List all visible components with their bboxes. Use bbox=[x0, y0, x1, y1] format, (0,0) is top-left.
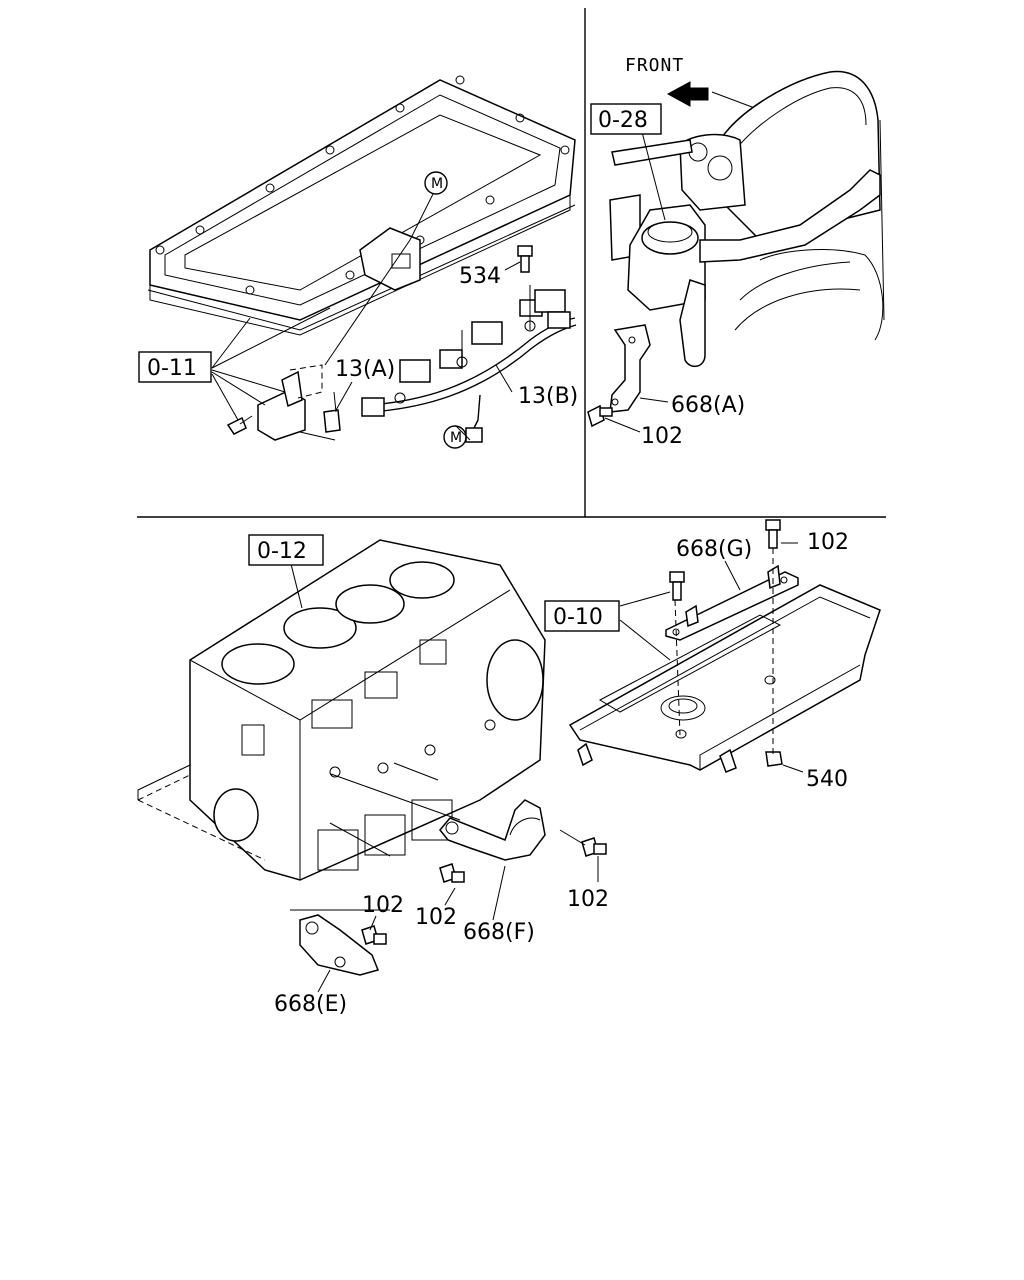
part-102-mid-label: 102 bbox=[415, 905, 457, 930]
leader-lines-top-right bbox=[604, 131, 669, 433]
part-102-top-right-label: 102 bbox=[641, 424, 683, 449]
ref-box-028 bbox=[590, 103, 662, 135]
bracket-668e-drawing bbox=[299, 914, 380, 976]
front-arrow-icon bbox=[666, 81, 761, 111]
bolt-534-drawing bbox=[517, 245, 533, 273]
part-668f-label: 668(F) bbox=[463, 920, 535, 945]
part-102-g-label: 102 bbox=[807, 530, 849, 555]
part-668e-label: 668(E) bbox=[274, 992, 347, 1017]
leader-lines-top-left bbox=[211, 193, 521, 441]
ref-010-label: 0-10 bbox=[553, 605, 603, 630]
part-668g-label: 668(G) bbox=[676, 537, 752, 562]
undercover-drawing bbox=[568, 584, 881, 773]
sensor-bracket-drawing bbox=[226, 364, 341, 441]
ref-028-label: 0-28 bbox=[598, 108, 648, 133]
wiring-harness-drawing bbox=[361, 285, 577, 443]
oil-pan-drawing bbox=[147, 75, 576, 336]
leader-lines-bottom-left bbox=[289, 559, 599, 993]
engine-front-drawing bbox=[609, 70, 885, 367]
ref-box-011 bbox=[138, 351, 212, 383]
ref-box-012 bbox=[248, 534, 324, 566]
ref-box-010 bbox=[544, 600, 620, 632]
part-668a-label: 668(A) bbox=[671, 393, 745, 418]
part-13a-label: 13(A) bbox=[335, 357, 395, 382]
front-label: FRONT bbox=[625, 55, 684, 76]
cylinder-block-drawing bbox=[137, 539, 546, 881]
part-540-label: 540 bbox=[806, 767, 848, 792]
ref-012-label: 0-12 bbox=[257, 539, 307, 564]
bracket-668g-drawing bbox=[665, 564, 799, 641]
bracket-668a-drawing bbox=[609, 324, 651, 413]
part-13b-label: 13(B) bbox=[518, 384, 578, 409]
m-callout-top: M bbox=[424, 171, 448, 195]
leader-lines-bottom-right bbox=[619, 542, 804, 773]
part-102-e-label: 102 bbox=[362, 893, 404, 918]
svg-text:M: M bbox=[450, 430, 462, 446]
bolts-bottom-left-drawing bbox=[361, 837, 607, 945]
bolt-102-top-right-drawing bbox=[587, 404, 613, 428]
bracket-668f-drawing bbox=[439, 799, 546, 861]
ref-011-label: 0-11 bbox=[147, 356, 197, 381]
part-102-right-label: 102 bbox=[567, 887, 609, 912]
m-callout-bottom: M bbox=[443, 425, 467, 449]
svg-text:M: M bbox=[431, 176, 443, 192]
part-534-label: 534 bbox=[459, 264, 501, 289]
bolts-bottom-right-drawing bbox=[669, 519, 783, 767]
